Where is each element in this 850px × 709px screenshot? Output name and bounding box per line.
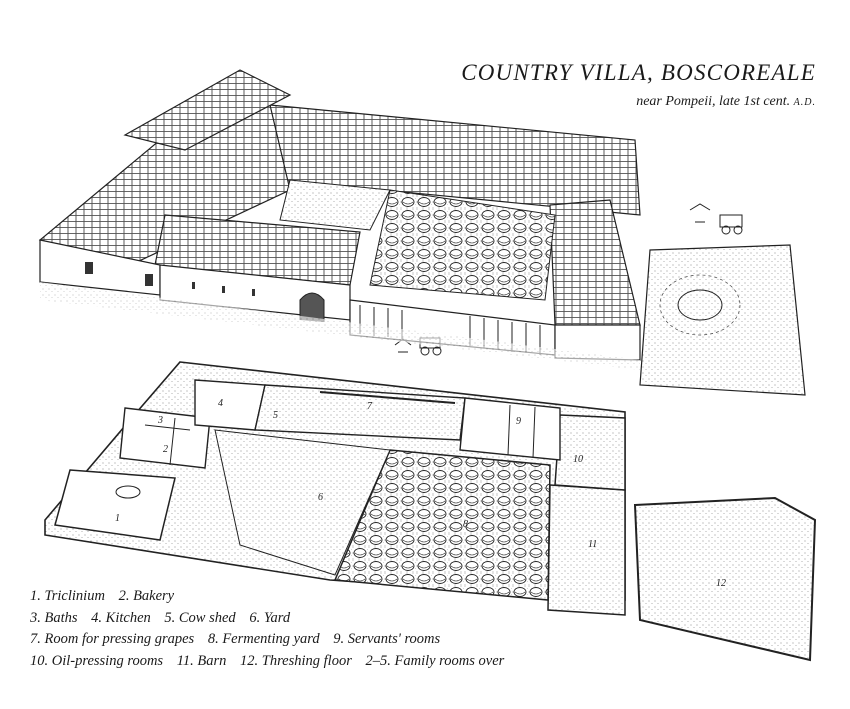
legend-item-servants-rooms: 9. Servants' rooms	[333, 631, 441, 647]
plan-label-2: 2	[163, 444, 168, 455]
plan-number-labels: 1 2 3 4 5 6 7 8 9 10 11 12	[115, 398, 726, 589]
legend-line-2: 3. Baths 4. Kitchen 5. Cow shed 6. Yard	[30, 608, 514, 630]
legend-item-barn: 11. Barn	[176, 652, 227, 669]
legend-item-triclinium: 1. Triclinium	[30, 588, 105, 604]
legend-item-kitchen: 4. Kitchen	[91, 609, 151, 626]
legend-item-threshing-floor: 12. Threshing floor	[240, 652, 352, 669]
subtitle-era: A.D.	[793, 97, 816, 108]
subtitle-text: near Pompeii, late 1st cent.	[636, 94, 791, 109]
legend-item-family-rooms: 2–5. Family rooms over	[365, 652, 505, 669]
legend-line-1: 1. Triclinium 2. Bakery	[30, 586, 514, 608]
diagram-title: COUNTRY VILLA, BOSCOREALE	[461, 60, 816, 85]
legend-item-oil-pressing: 10. Oil-pressing rooms	[30, 652, 164, 669]
legend-line-3: 7. Room for pressing grapes 8. Fermentin…	[30, 629, 514, 651]
legend-item-fermenting-yard: 8. Fermenting yard	[207, 631, 320, 647]
diagram-subtitle: near Pompeii, late 1st cent. A.D.	[461, 94, 816, 110]
plan-label-8: 8	[463, 519, 468, 530]
legend-item-baths: 3. Baths	[30, 609, 78, 626]
plan-label-5: 5	[273, 410, 278, 421]
plan-label-7: 7	[367, 401, 373, 412]
plan-legend: 1. Triclinium 2. Bakery 3. Baths 4. Kitc…	[30, 586, 514, 672]
legend-item-bakery: 2. Bakery	[118, 588, 175, 604]
legend-item-cow-shed: 5. Cow shed	[164, 609, 236, 626]
plan-label-3: 3	[157, 415, 163, 426]
plan-label-11: 11	[588, 539, 597, 550]
villa-plan-view	[44, 361, 817, 662]
legend-item-yard: 6. Yard	[249, 609, 291, 626]
plan-label-6: 6	[318, 492, 323, 503]
plan-label-9: 9	[516, 416, 521, 427]
plan-label-12: 12	[716, 578, 726, 589]
plan-label-10: 10	[573, 454, 583, 465]
legend-item-pressing-room: 7. Room for pressing grapes	[30, 631, 195, 647]
villa-perspective-view	[38, 69, 806, 396]
title-block: COUNTRY VILLA, BOSCOREALE near Pompeii, …	[461, 60, 816, 110]
plan-label-4: 4	[218, 398, 223, 409]
plan-label-1: 1	[115, 513, 120, 524]
legend-line-4: 10. Oil-pressing rooms 11. Barn 12. Thre…	[30, 651, 514, 673]
